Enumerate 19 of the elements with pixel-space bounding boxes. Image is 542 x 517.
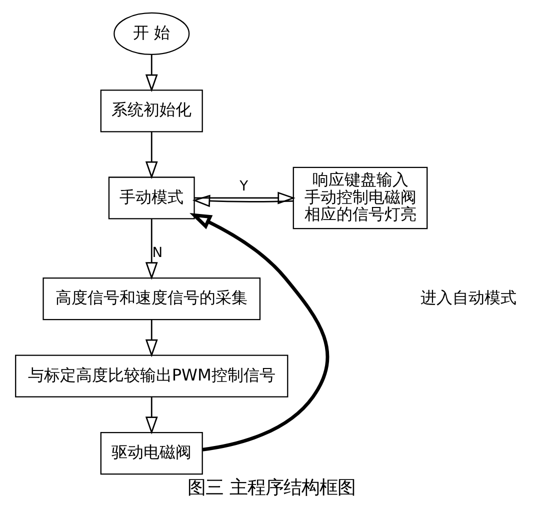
arrow [144,219,158,280]
label: 进入自动模式 [420,288,516,308]
node-box: 系统初始化 [100,90,202,132]
arrow [144,132,158,180]
edge-label: N [152,244,162,261]
node-box: 高度信号和速度信号的采集 [42,278,260,320]
edge-label: Y [239,178,248,195]
arrow [144,396,158,434]
node-box: 驱动电磁阀 [100,432,202,475]
caption: 图三 主程序结构框图 [187,477,355,498]
arrow [192,194,293,208]
arrow [189,212,329,452]
node-box: 手动模式 [108,176,194,220]
arrow [144,320,158,358]
node-box: 与标定高度比较输出PWM控制信号 [14,354,288,398]
node-box: 响应键盘输入 手动控制电磁阀 相应的信号灯亮 [292,166,428,230]
arrow [194,192,295,204]
arrow [144,54,158,92]
node-ellipse: 开 始 [113,12,190,56]
